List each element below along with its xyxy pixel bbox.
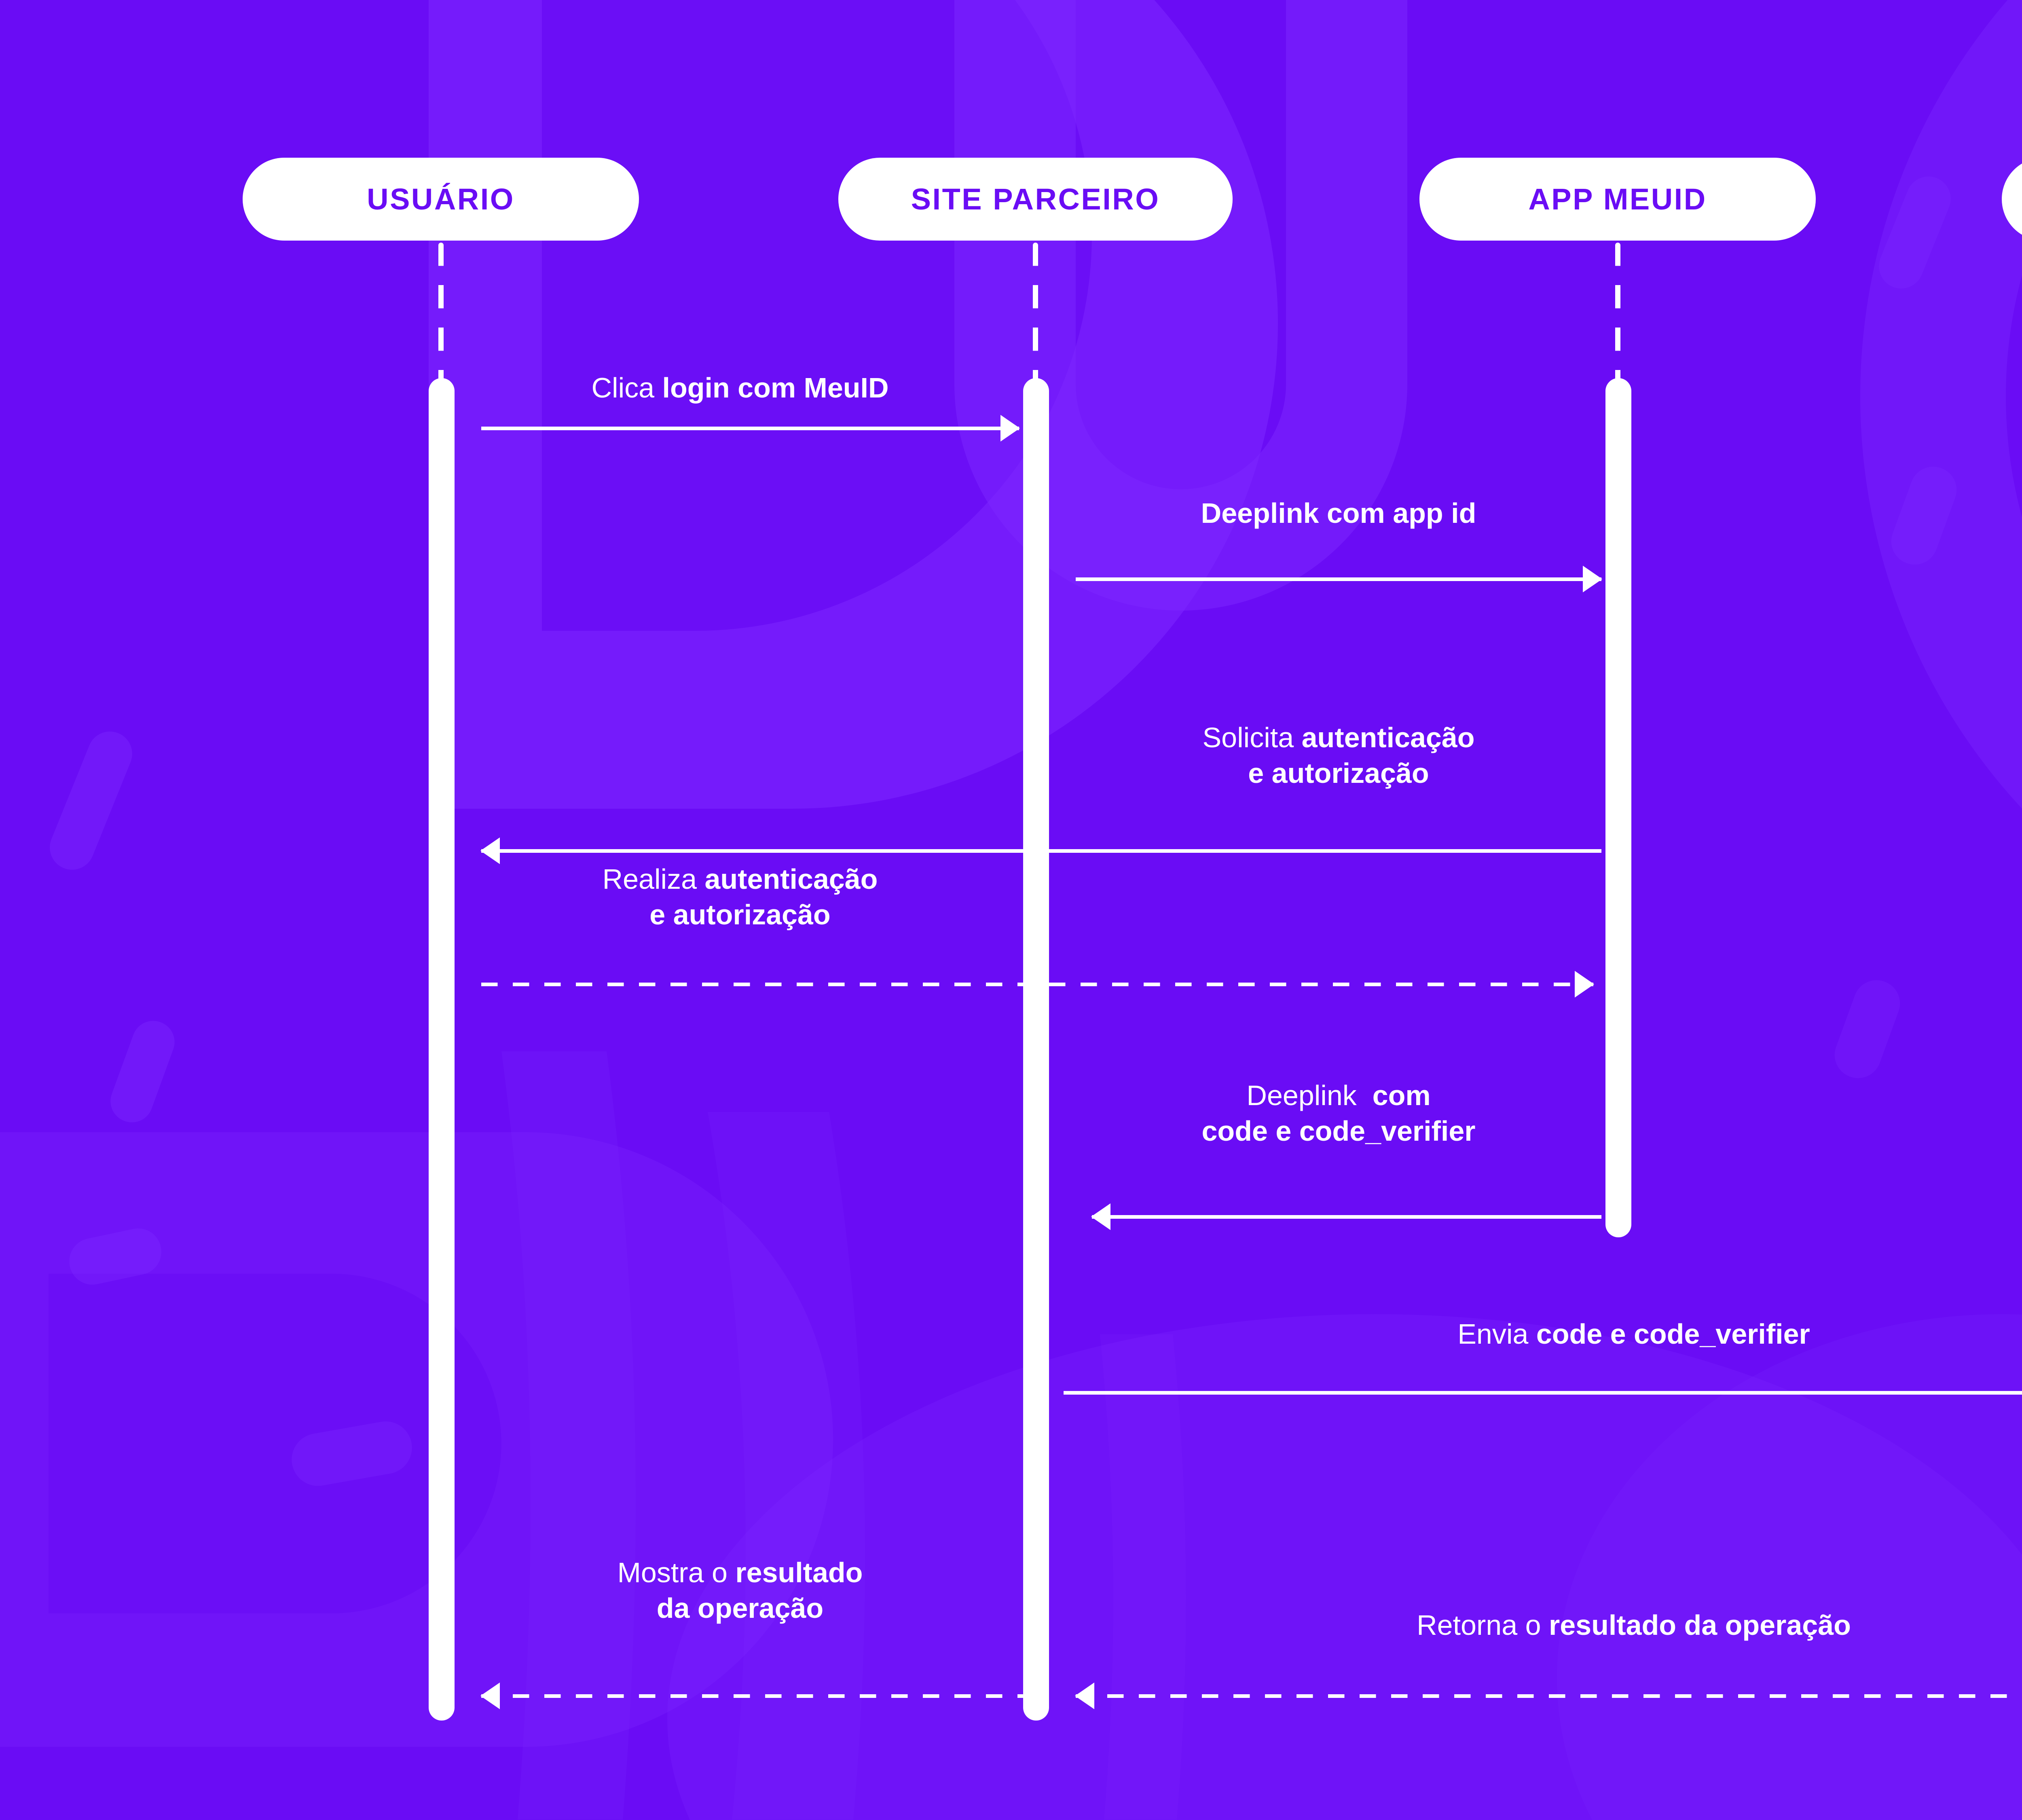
arrow-shaft — [481, 983, 1593, 987]
arrow-shaft — [1076, 577, 1601, 581]
activation-usuario — [429, 378, 455, 1721]
arrow-head-right-icon — [1000, 415, 1020, 442]
activation-app-meuid — [1605, 378, 1631, 1237]
arrow-head-right-icon — [1583, 566, 1602, 592]
actor-label-usuario: USUÁRIO — [367, 182, 515, 216]
arrow-shaft — [481, 427, 1019, 430]
actor-header-app-meuid[interactable]: APP MEUID — [1419, 158, 1816, 241]
arrow-shaft — [1064, 1391, 2022, 1395]
actor-label-site-parceiro: SITE PARCEIRO — [911, 182, 1160, 216]
lifeline-site-parceiro — [1033, 243, 1038, 382]
actor-header-usuario[interactable]: USUÁRIO — [243, 158, 639, 241]
actor-header-site-parceiro[interactable]: SITE PARCEIRO — [838, 158, 1233, 241]
actor-label-app-meuid: APP MEUID — [1528, 182, 1707, 216]
arrow-shaft — [481, 849, 1601, 853]
message-label-m2: Deeplink com app id — [1201, 497, 1476, 529]
arrow-head-left-icon — [480, 837, 500, 864]
message-label-m8: Envia code e code_verifier — [1457, 1318, 1810, 1350]
lifeline-app-meuid — [1615, 243, 1620, 382]
activation-site-parceiro — [1023, 378, 1049, 1721]
message-label-m1: Clica login com MeuID — [591, 372, 889, 404]
arrow-head-left-icon — [1075, 1683, 1094, 1709]
arrow-shaft — [1092, 1215, 1601, 1219]
arrow-shaft — [1076, 1694, 2022, 1699]
arrow-head-left-icon — [480, 1683, 500, 1709]
lifeline-usuario — [438, 243, 444, 382]
message-label-m11: Retorna o resultado da operação — [1417, 1609, 1851, 1641]
arrow-head-left-icon — [1091, 1203, 1110, 1230]
actor-header-servico-parceiro[interactable]: SERVIÇO PARCEIRO — [2002, 158, 2022, 241]
arrow-shaft — [481, 1694, 1027, 1699]
arrow-head-right-icon — [1575, 971, 1594, 998]
